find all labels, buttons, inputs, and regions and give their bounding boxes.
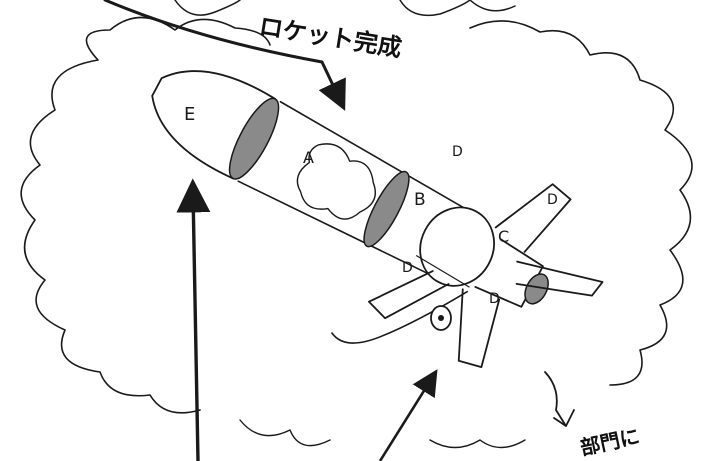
- rocket-drawing: [151, 70, 604, 369]
- label-nose-e: E: [184, 104, 195, 125]
- fin-top: [494, 183, 572, 253]
- fin-bottom: [457, 288, 501, 369]
- corner-note: 部門に: [578, 424, 642, 460]
- cloud-puffs-bottom: [239, 419, 526, 449]
- down-wavy-arrow: [544, 371, 575, 427]
- label-fin-top-d: D: [452, 144, 463, 160]
- label-fin-left-d: D: [402, 260, 413, 276]
- bottom-diagonal-arrow: [378, 369, 438, 461]
- mid-ring-shading: [363, 170, 410, 248]
- fin-left: [368, 270, 450, 320]
- top-cloud-fragment-right: [399, 0, 516, 17]
- fin-right: [515, 260, 604, 297]
- engine-nozzle: [524, 273, 549, 305]
- parachute-bundle: [296, 143, 376, 220]
- label-engine-c: C: [498, 227, 509, 246]
- section-b-seam: [415, 254, 470, 288]
- top-pointer-arrow: [103, 0, 346, 111]
- top-cloud-fragment-left: [174, 0, 241, 16]
- label-fin-bottom-d: D: [489, 291, 500, 307]
- label-middle-a: A: [303, 148, 314, 167]
- launch-lug-hole: [438, 315, 444, 321]
- label-body-b: B: [414, 190, 426, 210]
- nose-ring-shading: [228, 97, 280, 180]
- label-fin-right-d: D: [547, 192, 558, 208]
- body-tube: [237, 100, 476, 281]
- left-up-arrow: [176, 178, 211, 461]
- body-section-b: [419, 206, 495, 287]
- thought-cloud-outline: [20, 16, 693, 414]
